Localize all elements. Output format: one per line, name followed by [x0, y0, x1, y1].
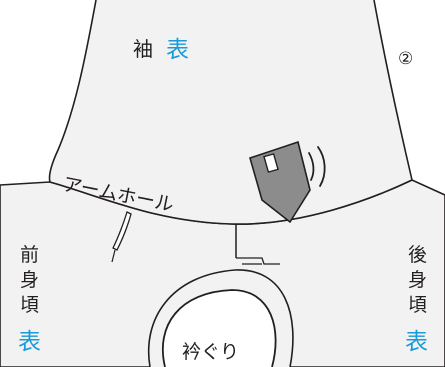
back-side-label: 表	[405, 329, 428, 355]
svg-text:身: 身	[20, 269, 39, 291]
front-side-label: 表	[18, 329, 41, 355]
pin-icon	[111, 211, 132, 263]
sewing-machine-presser-foot-icon	[249, 140, 311, 224]
svg-text:後: 後	[408, 244, 427, 266]
back-bodice-label: 後 身 頃	[408, 244, 427, 316]
sleeve-side-label: 表	[166, 37, 189, 63]
svg-text:頃: 頃	[408, 294, 427, 316]
thread-tag	[236, 257, 280, 265]
sleeve-label: 袖	[133, 37, 153, 61]
sleeve-shape	[48, 0, 413, 225]
svg-text:頃: 頃	[20, 294, 39, 316]
vibration-icon	[308, 146, 326, 187]
step-number: ②	[398, 49, 413, 69]
svg-text:身: 身	[408, 269, 427, 291]
neckline-label: 衿ぐり	[182, 341, 239, 363]
front-bodice-label: 前 身 頃	[20, 244, 39, 316]
neckline-opening	[161, 289, 277, 367]
svg-text:前: 前	[20, 244, 39, 266]
